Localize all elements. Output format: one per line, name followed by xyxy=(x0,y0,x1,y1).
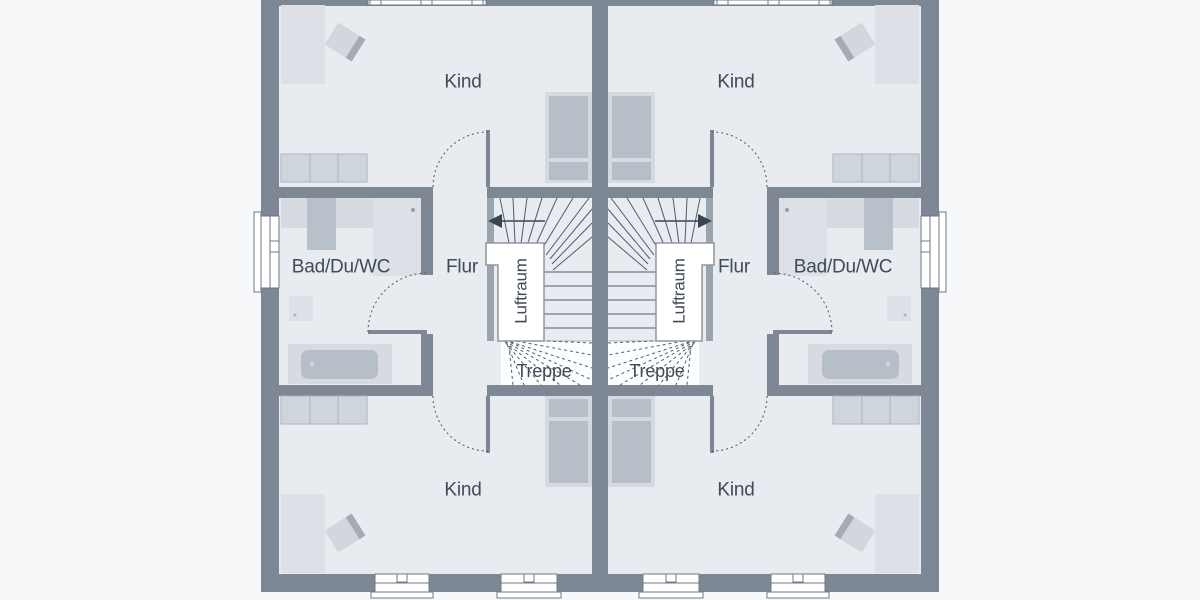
interior-wall-top-stair xyxy=(487,187,592,198)
washbasin xyxy=(307,198,336,250)
wardrobe-bottom-room xyxy=(280,395,368,425)
stair-landing xyxy=(501,341,592,385)
bathroom-wall-lower xyxy=(421,334,433,396)
shower-drain xyxy=(411,208,415,212)
chair-seat xyxy=(324,517,360,553)
chair-seat xyxy=(324,22,360,58)
party-wall-center xyxy=(592,0,608,592)
bed-pillow xyxy=(549,162,588,180)
stair-treads-solid xyxy=(499,197,593,329)
wardrobe-top-room xyxy=(280,153,368,183)
air-space-void xyxy=(485,242,545,342)
door-leaf xyxy=(486,396,490,453)
label-hallway-right: Flur xyxy=(718,257,751,278)
bed-top-room xyxy=(545,92,592,183)
label-air-space-left: Luftraum xyxy=(512,258,531,324)
stair-railing xyxy=(487,198,494,341)
exterior-wall-side xyxy=(261,0,279,592)
bed-corner-bottom-room xyxy=(281,494,325,573)
door-bottom-child-room xyxy=(432,395,490,453)
bed-pillow xyxy=(549,399,588,417)
label-bathroom-left: Bad/Du/WC xyxy=(292,257,391,278)
door-leaf xyxy=(486,130,490,187)
chair-bottom-room xyxy=(324,513,366,553)
shower xyxy=(373,198,421,276)
bed-corner-top-room xyxy=(281,5,325,84)
label-child-room-top-left: Kind xyxy=(444,72,481,93)
window-bottom-a xyxy=(370,573,434,599)
staircase xyxy=(485,197,593,386)
label-hallway-left: Flur xyxy=(446,257,479,278)
label-child-room-top-right: Kind xyxy=(717,72,754,93)
room-labels: Kind Kind Bad/Du/WC Bad/Du/WC Flur Flur … xyxy=(292,72,893,501)
window-top-cropped xyxy=(367,0,487,6)
door-swing-arc xyxy=(432,395,489,452)
window-bottom-b xyxy=(496,573,562,599)
interior-wall-bottom-stair xyxy=(487,385,592,396)
bed-mattress xyxy=(549,96,588,158)
window-frame-mark xyxy=(420,0,433,6)
window-sill xyxy=(253,211,262,293)
window-handle xyxy=(523,573,535,583)
door-swing-arc xyxy=(432,131,489,188)
door-bathroom xyxy=(367,272,428,334)
unit-left-geometry xyxy=(253,0,593,599)
label-air-space-right: Luftraum xyxy=(670,258,689,324)
bathtub-basin xyxy=(301,350,378,379)
washing-machine xyxy=(289,296,313,321)
window-frame-mark xyxy=(369,0,382,6)
bathroom-wall-upper xyxy=(421,187,433,275)
window-frame-mark xyxy=(471,0,484,6)
bed-bottom-room xyxy=(545,396,592,487)
stair-direction-arrow-icon xyxy=(488,214,545,228)
label-bathroom-right: Bad/Du/WC xyxy=(794,257,893,278)
interior-wall-top-left xyxy=(279,187,433,198)
chair-backrest xyxy=(345,35,366,62)
window-handle xyxy=(396,573,408,583)
door-leaf xyxy=(368,330,427,334)
chair-top-room xyxy=(324,22,366,62)
door-top-child-room xyxy=(432,130,490,188)
label-staircase-right: Treppe xyxy=(629,361,684,381)
label-child-room-bottom-right: Kind xyxy=(717,480,754,501)
door-swing-arc xyxy=(367,272,428,333)
interior-wall-bottom-left xyxy=(279,385,433,396)
label-child-room-bottom-left: Kind xyxy=(444,480,481,501)
window-sill xyxy=(370,591,434,599)
label-staircase-left: Treppe xyxy=(516,361,571,381)
window-handle xyxy=(269,240,280,253)
bathtub xyxy=(288,344,392,384)
window-sill xyxy=(496,591,562,599)
chair-backrest xyxy=(345,513,366,540)
window-side-wall xyxy=(253,211,280,293)
bed-mattress xyxy=(549,421,588,483)
bathtub-drain xyxy=(309,361,315,367)
